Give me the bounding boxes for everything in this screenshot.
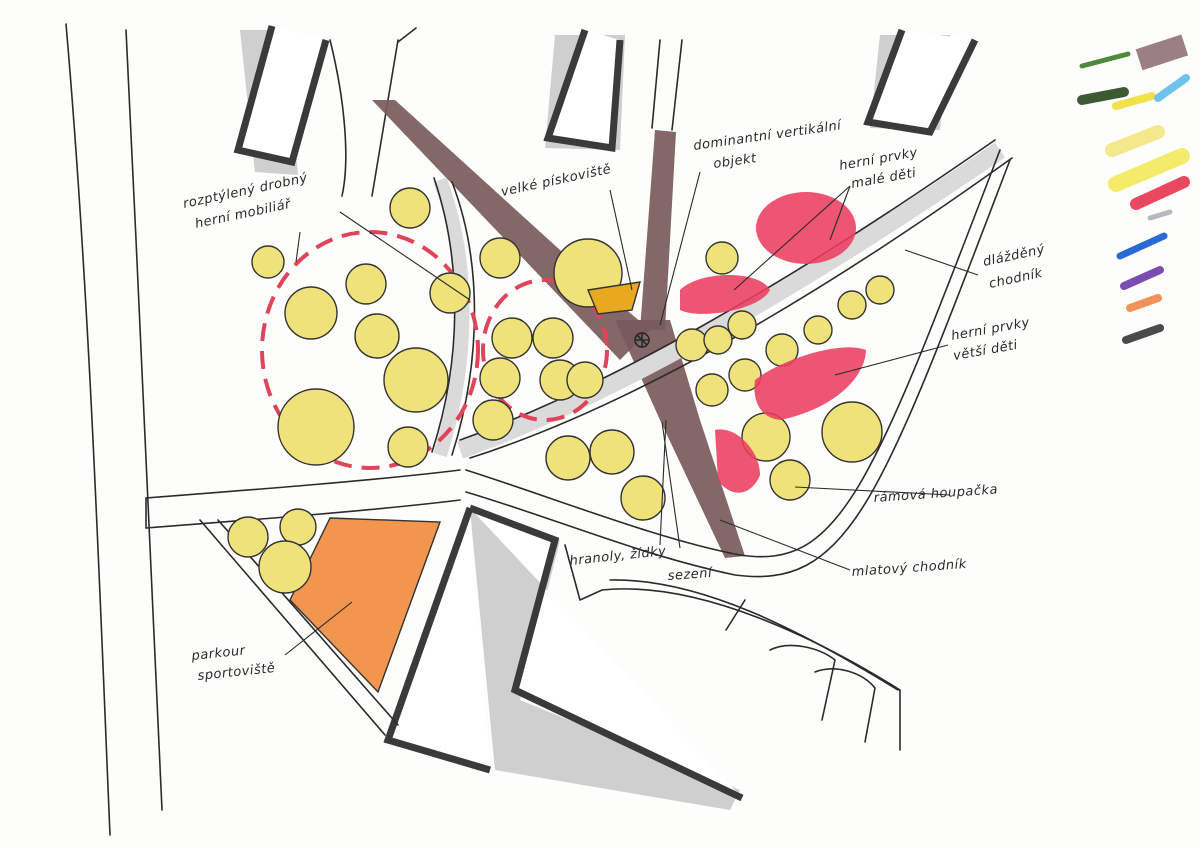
swatch-mauve-icon [1135, 34, 1189, 71]
lower-right-outlines [564, 544, 901, 751]
swatch-lemon-icon [1108, 148, 1190, 192]
street-lines [65, 23, 163, 836]
tree [479, 357, 521, 399]
tree [803, 315, 833, 345]
swatch-charcoal-icon [1122, 324, 1164, 344]
swatch-lightblue-icon [1154, 74, 1190, 102]
tree [279, 508, 317, 546]
tree [491, 317, 533, 359]
tree [705, 241, 739, 275]
tree [589, 429, 635, 475]
tree [258, 540, 312, 594]
label-play-older-1: herní prvky [950, 315, 1031, 344]
tree [227, 516, 269, 558]
trees [227, 187, 895, 594]
swatch-grey-icon [1147, 209, 1173, 221]
label-parkour-1: parkour [190, 643, 248, 664]
tree [387, 426, 429, 468]
tree [695, 373, 729, 407]
label-paved-path-2: chodník [988, 266, 1044, 292]
label-parkour-2: sportoviště [197, 661, 276, 684]
swatch-orange-icon [1126, 294, 1162, 312]
tree [345, 263, 387, 305]
swatch-blue-icon [1116, 232, 1168, 260]
tree [769, 459, 811, 501]
tree [251, 245, 285, 279]
lower-path [145, 149, 1011, 578]
swatch-green-icon [1079, 51, 1131, 69]
tree [479, 237, 521, 279]
label-frame-swing: rámová houpačka [873, 482, 998, 506]
label-gravel-path: mlatový chodník [851, 557, 967, 580]
leader-lines [284, 171, 979, 656]
label-vertical-object-2: objekt [712, 151, 758, 172]
tree [566, 361, 604, 399]
tree [545, 435, 591, 481]
label-sandbox: velké pískoviště [500, 162, 613, 200]
tree [703, 325, 733, 355]
play-small-children-area [680, 192, 856, 314]
buildings-top [233, 25, 979, 175]
swatch-red-icon [1130, 176, 1190, 210]
tree [865, 275, 895, 305]
top-path-lines [329, 27, 683, 197]
tree [429, 272, 471, 314]
tree [354, 313, 400, 359]
swatch-darkgreen-icon [1077, 87, 1129, 105]
tree [620, 475, 666, 521]
sandbox [587, 281, 641, 315]
swatch-paleyellow-icon [1105, 125, 1165, 157]
tree [675, 328, 709, 362]
tree [532, 317, 574, 359]
tree [277, 388, 355, 466]
tree [383, 347, 449, 413]
label-paved-path-1: dlážděný [982, 242, 1047, 270]
label-stone-seating-2: sezení [667, 566, 714, 584]
tree [727, 310, 757, 340]
tree [472, 399, 514, 441]
swatch-yellow-icon [1112, 92, 1156, 110]
tree [821, 401, 883, 463]
building-lower [383, 504, 744, 810]
label-vertical-object-1: dominantní vertikální [692, 118, 844, 154]
vertical-object-icon [634, 332, 650, 348]
tree [837, 290, 867, 320]
label-stone-seating-1: hranoly, žídky [569, 544, 667, 569]
tree [389, 187, 431, 229]
tree [728, 358, 762, 392]
marker-swatches [1077, 34, 1190, 344]
tree [284, 286, 338, 340]
swatch-purple-icon [1120, 266, 1164, 290]
play-older-children-area [715, 347, 866, 493]
